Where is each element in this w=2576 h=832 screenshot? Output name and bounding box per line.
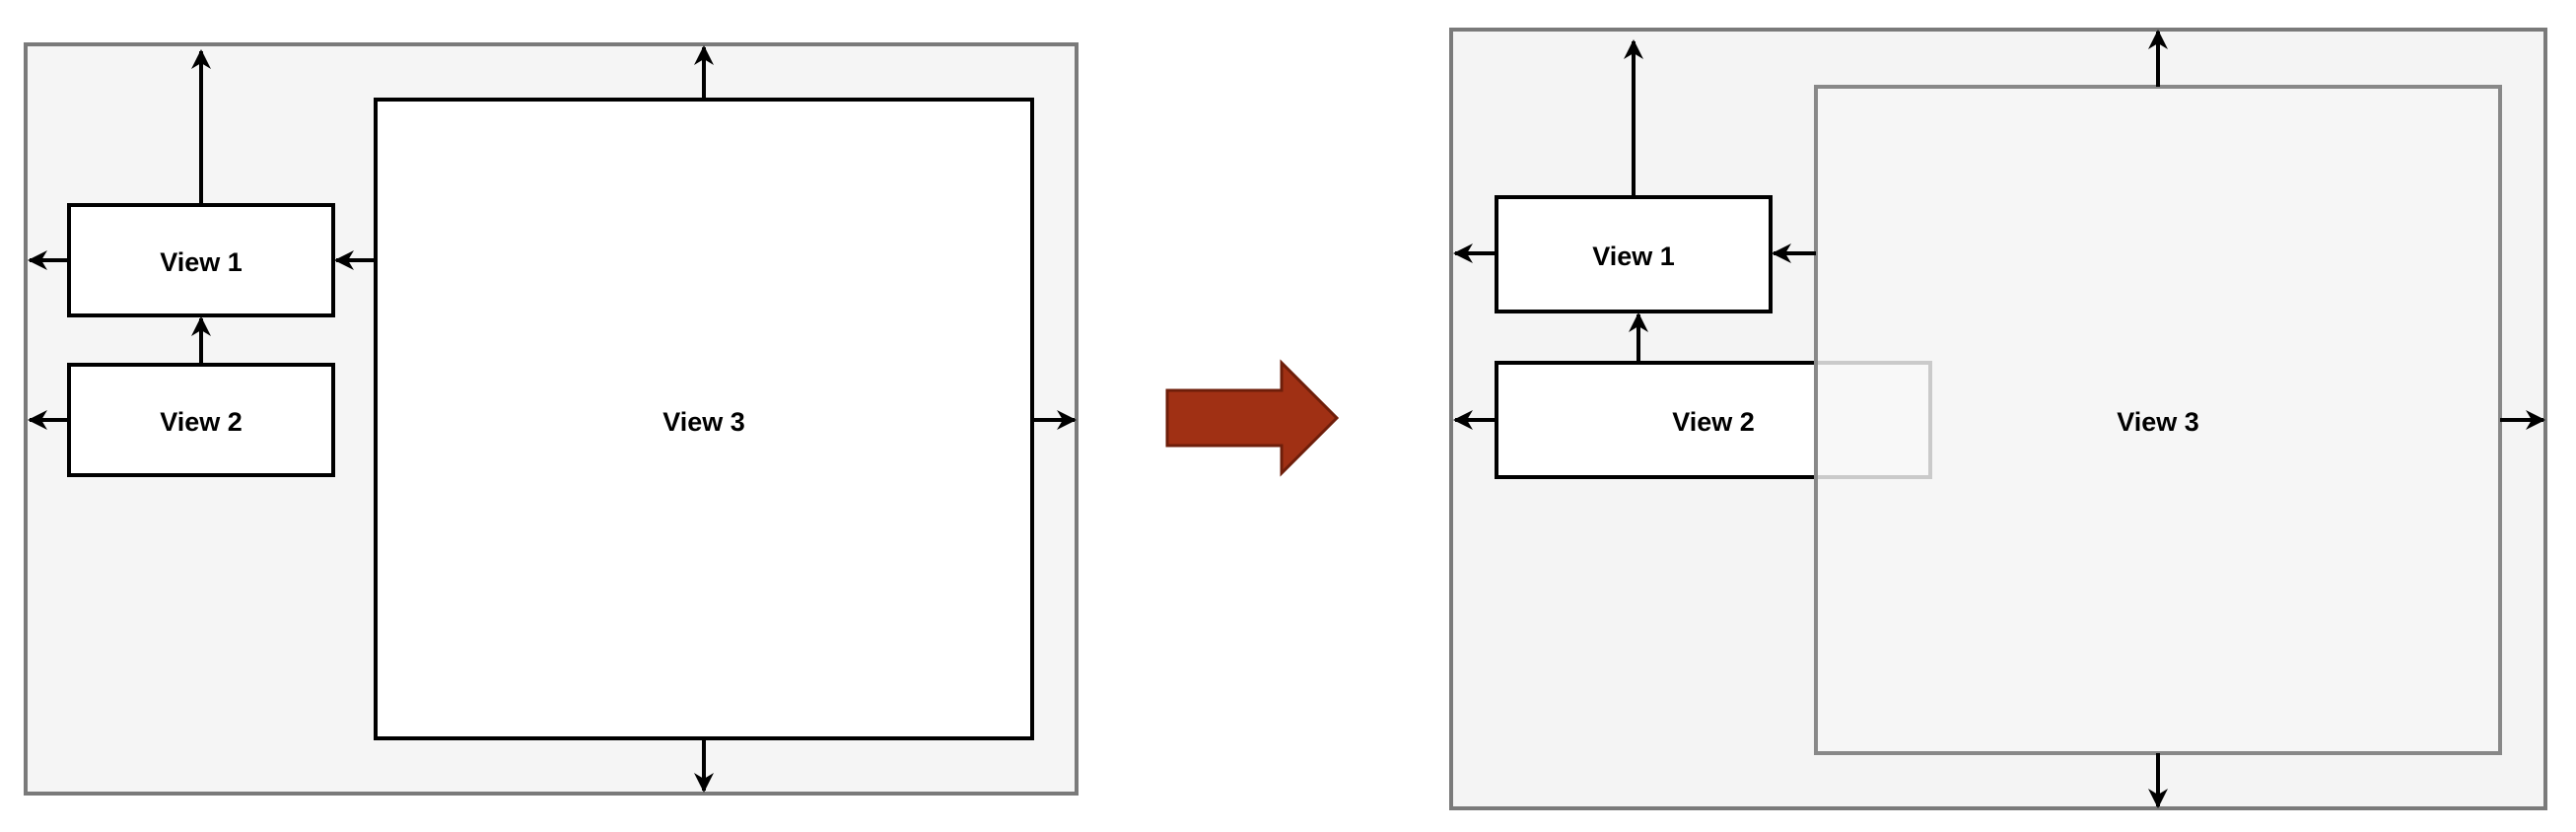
after-view3-box (1814, 85, 2502, 755)
after-view1-label: View 1 (1592, 242, 1675, 271)
before-view2-label: View 2 (160, 407, 243, 437)
after-layout: View 1 View 2 View 3 (1449, 28, 2547, 810)
after-view2-label: View 2 (1672, 407, 1755, 437)
before-constraint-arrows (28, 45, 1077, 793)
after-constraint-arrows (1453, 30, 2545, 808)
before-view3-box (374, 98, 1034, 740)
after-view3-label: View 3 (2117, 407, 2199, 437)
transition-arrow-icon (1165, 359, 1340, 477)
before-view3-label: View 3 (662, 407, 745, 437)
before-view1-label: View 1 (160, 247, 243, 277)
before-layout: View 1 View 2 View 3 (24, 42, 1079, 796)
before-view1-box (67, 203, 335, 317)
